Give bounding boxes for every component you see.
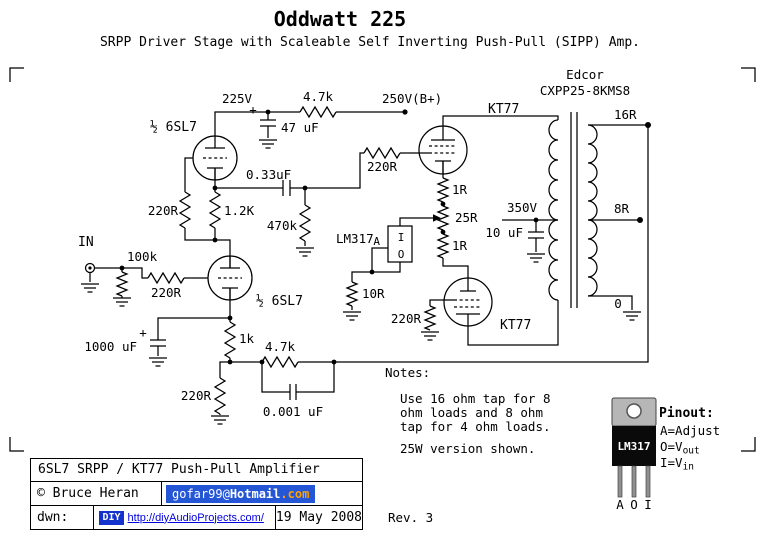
label-edcor-model: CXPP25-8KMS8	[540, 83, 630, 98]
label-pin-o: O	[398, 248, 405, 261]
label-pin-a: A	[373, 235, 380, 248]
label-47uf: 47 uF	[281, 120, 319, 135]
lm317-box	[387, 225, 413, 263]
label-220r-fb: 220R	[181, 388, 212, 403]
transformer-core	[570, 112, 578, 308]
label-4k7-fb: 4.7k	[265, 339, 296, 354]
revision-label: Rev. 3	[388, 510, 434, 525]
dwn-cell: dwn:	[31, 506, 95, 529]
label-250v-bplus: 250V(B+)	[382, 91, 442, 106]
email-host: Hotmail	[229, 486, 281, 501]
pinout-legend: Pinout: A=Adjust O=Vout I=Vin A O I	[616, 406, 720, 512]
label-225v: 225V	[222, 91, 253, 106]
label-tap-16r: 16R	[614, 107, 637, 122]
leg-i	[645, 465, 651, 498]
package-label: LM317	[617, 440, 650, 453]
email-tld: .com	[280, 486, 310, 501]
tube-6sl7-upper	[192, 135, 238, 181]
output-transformer	[548, 112, 598, 308]
pinout-heading: Pinout:	[659, 406, 714, 421]
label-4k7-supply: 4.7k	[303, 89, 334, 104]
label-25r: 25R	[455, 210, 478, 225]
label-lm317: LM317	[336, 231, 374, 246]
email-badge[interactable]: gofar99@Hotmail.com	[166, 484, 316, 503]
pot-wiper-arrow	[433, 214, 441, 222]
label-tap-8r: 8R	[614, 201, 630, 216]
label-pin-i: I	[398, 231, 405, 244]
tube-6sl7-lower	[207, 255, 253, 301]
notes-line-1: Use 16 ohm tap for 8	[400, 391, 551, 406]
leg-label-i: I	[644, 497, 652, 512]
leg-label-a: A	[616, 497, 624, 512]
notes-line-2: ohm loads and 8 ohm	[400, 405, 543, 420]
email-at: @	[222, 486, 230, 501]
notes-line-3: tap for 4 ohm loads.	[400, 419, 551, 434]
wires	[89, 111, 649, 415]
ground-symbols	[80, 139, 642, 425]
di-badge[interactable]: DIY	[99, 510, 124, 525]
label-tube-bottom: ½ 6SL7	[256, 294, 303, 309]
leg-label-o: O	[630, 497, 638, 512]
lm317-package: LM317	[611, 397, 657, 498]
label-in: IN	[78, 235, 94, 250]
pinout-i: I=Vin	[660, 455, 694, 473]
leg-o	[631, 465, 637, 498]
primary-winding	[548, 119, 559, 301]
date-cell: 19 May 2008	[275, 510, 362, 525]
label-edcor: Edcor	[566, 67, 604, 82]
label-tap-0: 0	[614, 296, 622, 311]
label-220r-srpp: 220R	[148, 203, 179, 218]
label-1r-bottom: 1R	[452, 238, 468, 253]
label-1k: 1k	[239, 331, 255, 346]
title-block-row2: © Bruce Heran gofar99@Hotmail.com	[31, 482, 362, 506]
link-cell: DIY http://diyAudioProjects.com/	[94, 506, 276, 529]
label-kt77-bottom: KT77	[500, 318, 531, 333]
label-1r-top: 1R	[452, 182, 468, 197]
label-1000uf: 1000 uF	[84, 339, 137, 354]
notes-heading: Notes:	[385, 365, 430, 380]
email-cell: gofar99@Hotmail.com	[162, 482, 362, 505]
corner-marks	[9, 67, 756, 452]
label-470k: 470k	[267, 218, 298, 233]
label-plus-47uf: +	[249, 102, 257, 117]
title-block: 6SL7 SRPP / KT77 Push-Pull Amplifier © B…	[30, 458, 363, 530]
tube-kt77-lower	[443, 277, 493, 327]
notes-block: Notes: Use 16 ohm tap for 8 ohm loads an…	[385, 365, 551, 456]
site-link[interactable]: http://diyAudioProjects.com/	[127, 511, 264, 524]
label-100k: 100k	[127, 249, 158, 264]
page-title: Oddwatt 225	[274, 7, 406, 31]
mounting-hole	[626, 403, 642, 419]
notes-line-4: 25W version shown.	[400, 441, 535, 456]
author-cell: © Bruce Heran	[31, 482, 162, 505]
label-0p33uf: 0.33uF	[246, 167, 291, 182]
title-block-row1: 6SL7 SRPP / KT77 Push-Pull Amplifier	[31, 459, 362, 482]
junction-dots	[119, 109, 651, 365]
label-0p001uf: 0.001 uF	[263, 404, 323, 419]
label-220r-gbot: 220R	[391, 311, 422, 326]
title-block-row3: dwn: DIY http://diyAudioProjects.com/ 19…	[31, 506, 362, 529]
email-user: gofar99	[172, 486, 223, 501]
pinout-o: O=Vout	[660, 439, 700, 457]
label-plus-1000uf: +	[139, 325, 147, 340]
label-tube-top: ½ 6SL7	[150, 120, 197, 135]
label-350v: 350V	[507, 200, 538, 215]
secondary-winding	[587, 124, 598, 297]
page-subtitle: SRPP Driver Stage with Scaleable Self In…	[100, 35, 640, 50]
package-body	[612, 426, 656, 466]
label-220r-gtop: 220R	[367, 159, 398, 174]
label-kt77-top: KT77	[488, 102, 519, 117]
input-jack	[84, 262, 96, 274]
label-1k2: 1.2K	[224, 203, 255, 218]
pinout-a: A=Adjust	[660, 423, 720, 438]
label-10r: 10R	[362, 286, 385, 301]
label-10uf: 10 uF	[485, 225, 523, 240]
label-220r-input: 220R	[151, 285, 182, 300]
leg-a	[617, 465, 623, 498]
tube-kt77-upper	[418, 125, 468, 175]
